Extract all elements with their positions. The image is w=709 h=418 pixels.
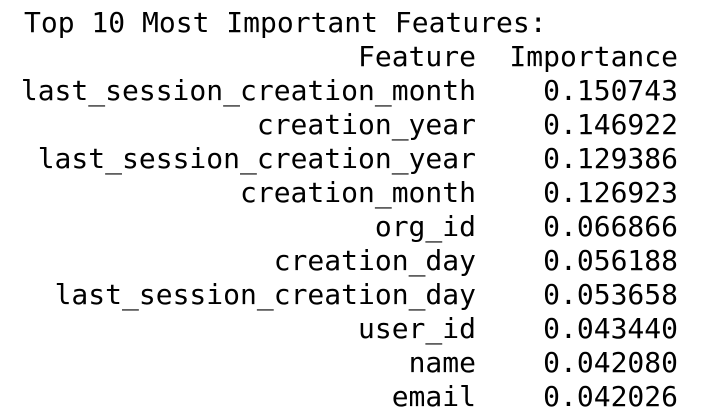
importance-value: 0.042026	[543, 380, 678, 413]
feature-name: creation_month	[239, 176, 476, 209]
importance-value: 0.053658	[543, 278, 678, 311]
feature-name: last_session_creation_day	[54, 278, 476, 311]
feature-name: org_id	[374, 210, 476, 243]
table-row: last_session_creation_month 0.150743	[0, 74, 709, 108]
table-row: creation_year 0.146922	[0, 108, 709, 142]
table-row: email 0.042026	[0, 380, 709, 414]
importance-value: 0.146922	[543, 108, 678, 141]
header-feature: Feature	[357, 40, 476, 73]
table-row: org_id 0.066866	[0, 210, 709, 244]
table-row: name 0.042080	[0, 346, 709, 380]
importance-value: 0.129386	[543, 142, 678, 175]
feature-name: last_session_creation_month	[20, 74, 476, 107]
importance-value: 0.043440	[543, 312, 678, 345]
header-importance: Importance	[509, 40, 678, 73]
table-row: last_session_creation_day 0.053658	[0, 278, 709, 312]
feature-name: creation_day	[273, 244, 476, 277]
importance-value: 0.126923	[543, 176, 678, 209]
table-row: last_session_creation_year 0.129386	[0, 142, 709, 176]
table-row: creation_day 0.056188	[0, 244, 709, 278]
importance-value: 0.150743	[543, 74, 678, 107]
importance-value: 0.042080	[543, 346, 678, 379]
feature-name: email	[391, 380, 476, 413]
feature-name: name	[408, 346, 476, 379]
importance-value: 0.056188	[543, 244, 678, 277]
importance-value: 0.066866	[543, 210, 678, 243]
feature-name: last_session_creation_year	[37, 142, 476, 175]
table-header: Feature Importance	[0, 40, 709, 74]
feature-name: user_id	[357, 312, 476, 345]
table-row: user_id 0.043440	[0, 312, 709, 346]
table-row: creation_month 0.126923	[0, 176, 709, 210]
feature-name: creation_year	[256, 108, 476, 141]
output-title: Top 10 Most Important Features:	[24, 6, 547, 39]
